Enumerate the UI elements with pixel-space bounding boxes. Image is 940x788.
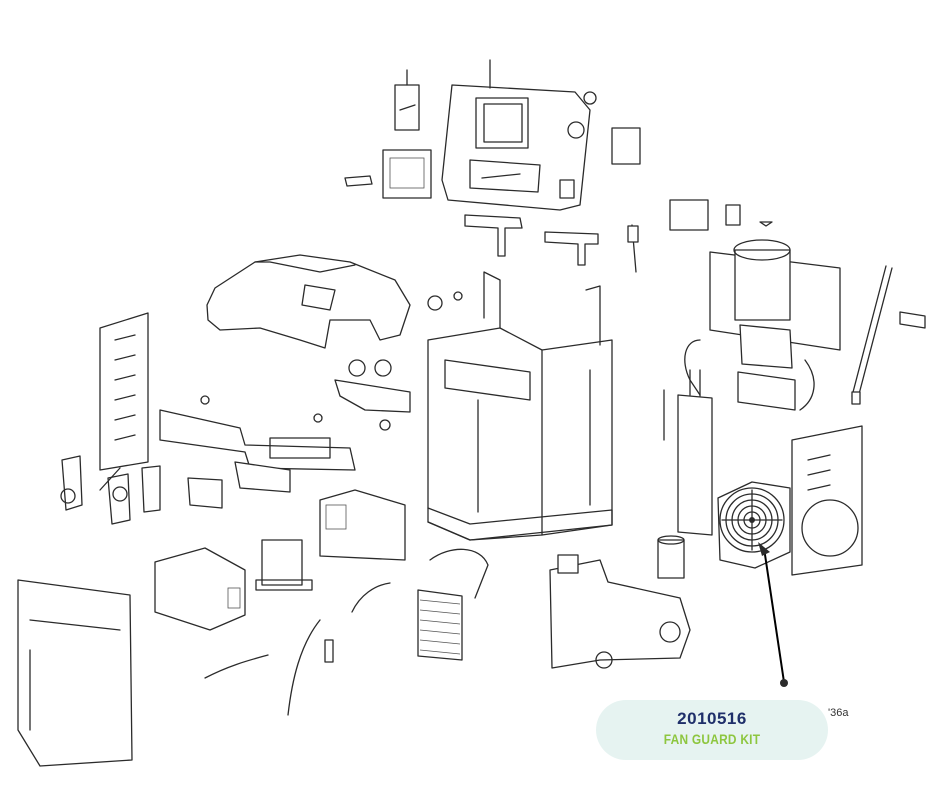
part-callout-badge: 2010516 FAN GUARD KIT [596,700,828,760]
drawing-id: '36a [828,707,849,719]
transformer [255,539,313,591]
mounting-brackets [464,214,639,273]
manifold-assembly [159,395,356,509]
front-panel [17,579,133,767]
part-number: 2010516 [677,709,747,728]
control-box [441,59,597,211]
heater-assembly [663,369,713,536]
hose-fittings [204,582,391,716]
pressure-hose [851,265,926,405]
left-side-panel [99,312,149,471]
callout-leader [758,542,788,687]
cooler-radiator [417,548,489,661]
main-frame [427,271,613,541]
pressure-gauges [334,359,411,431]
part-name: FAN GUARD KIT [663,731,761,747]
fan-guard [717,481,791,569]
electrical-cover [319,489,406,561]
right-side-panel [791,425,863,576]
control-components [344,69,641,199]
top-shroud [206,254,411,349]
ball-valves [60,455,161,525]
reservoir-tank [549,554,691,669]
hood-cover [154,547,246,631]
motor-pump-assembly [669,199,841,411]
oil-filter [657,535,685,579]
